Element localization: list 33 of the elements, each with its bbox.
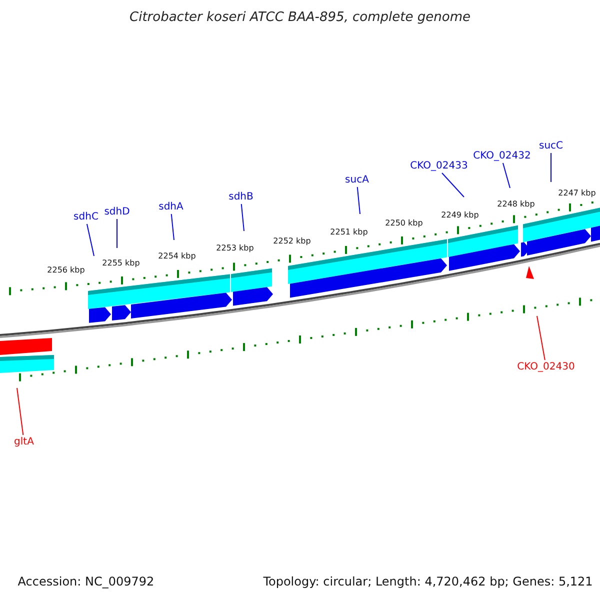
leader-line <box>536 316 546 360</box>
gene-label: sdhD <box>104 206 130 218</box>
leader-line <box>116 218 118 248</box>
leader-line <box>16 388 24 436</box>
scale-label: 2256 kbp <box>47 266 85 276</box>
gene-label: gltA <box>14 436 34 448</box>
gene-label: CKO_02432 <box>473 150 531 162</box>
gene-label: CKO_02433 <box>410 160 468 172</box>
leader-line <box>240 204 244 232</box>
scale-label: 2250 kbp <box>385 220 423 228</box>
leader-line <box>170 214 174 240</box>
scale-label: 2255 kbp <box>102 260 140 268</box>
gene-label: sdhC <box>74 212 98 222</box>
gene-label: sdhB <box>228 192 254 202</box>
leader-line <box>502 162 510 188</box>
leader-line <box>86 224 94 256</box>
scale-label: 2252 kbp <box>273 238 311 246</box>
gene-label: sucC <box>538 140 564 152</box>
leader-line <box>550 152 552 182</box>
scale-label: 2248 kbp <box>497 200 535 210</box>
scale-label: 2249 kbp <box>441 212 479 220</box>
scale-label: 2251 kbp <box>330 228 368 238</box>
scale-label: 2254 kbp <box>158 252 196 262</box>
leader-line <box>442 172 464 198</box>
accession-text: Accession: NC_009792 <box>18 575 154 589</box>
scale-label: 2247 kbp <box>558 190 596 198</box>
gene-label: sucA <box>345 174 369 186</box>
title: Citrobacter koseri ATCC BAA-895, complete genome <box>130 10 470 26</box>
summary-text: Topology: circular; Length: 4,720,462 bp; Genes: 5,121 <box>263 575 593 589</box>
gene-label: sdhA <box>158 202 184 212</box>
leader-line <box>356 186 360 214</box>
gene-label: CKO_02430 <box>517 362 575 372</box>
scale-label: 2253 kbp <box>216 244 254 254</box>
